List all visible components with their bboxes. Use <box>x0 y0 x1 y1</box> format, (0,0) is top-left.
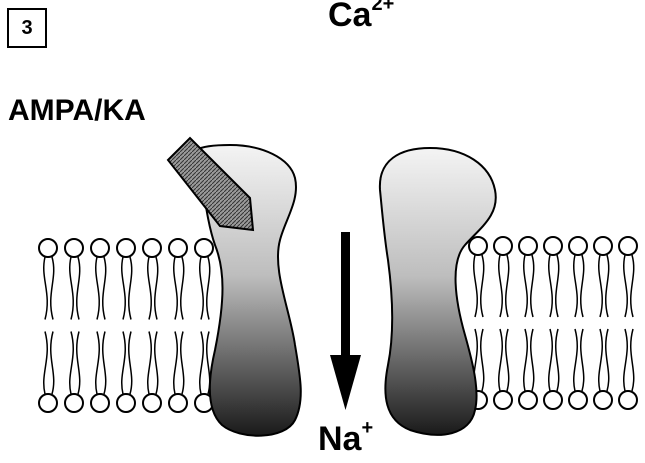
lipid-tail <box>631 329 634 391</box>
lipid-head <box>494 237 512 255</box>
lipid-tail <box>148 257 152 320</box>
lipid-tail <box>631 255 634 317</box>
lipid-tail <box>174 257 178 320</box>
lipid-tail <box>103 257 106 320</box>
lipid-tail <box>599 255 603 317</box>
lipid-tail <box>70 257 74 320</box>
lipid-head <box>619 237 637 255</box>
membrane-left <box>39 239 213 412</box>
lipid-tail <box>129 332 132 395</box>
lipid-tail <box>207 257 210 320</box>
lipid-tail <box>70 332 74 395</box>
lipid-tail <box>474 255 478 317</box>
lipid-tail <box>174 332 178 395</box>
ion-flow-arrow-icon <box>330 232 361 410</box>
lipid-tail <box>499 329 503 391</box>
lipid-tail <box>549 255 553 317</box>
lipid-head <box>169 394 187 412</box>
lipid-tail <box>51 332 54 395</box>
lipid-head <box>39 239 57 257</box>
lipid-tail <box>506 255 509 317</box>
lipid-tail <box>624 255 628 317</box>
lipid-tail <box>122 332 126 395</box>
lipid-tail <box>96 332 100 395</box>
lipid-tail <box>574 255 578 317</box>
lipid-tail <box>44 257 48 320</box>
lipid-head <box>594 237 612 255</box>
lipid-head <box>169 239 187 257</box>
lipid-tail <box>574 329 578 391</box>
lipid-tail <box>524 255 528 317</box>
lipid-tail <box>122 257 126 320</box>
lipid-tail <box>181 257 184 320</box>
lipid-tail <box>200 332 204 395</box>
lipid-tail <box>481 329 484 391</box>
lipid-tail <box>51 257 54 320</box>
lipid-tail <box>481 255 484 317</box>
lipid-tail <box>129 257 132 320</box>
lipid-head <box>143 394 161 412</box>
lipid-head <box>65 394 83 412</box>
lipid-tail <box>556 255 559 317</box>
lipid-tail <box>103 332 106 395</box>
sodium-charge: + <box>361 417 373 439</box>
lipid-tail <box>581 329 584 391</box>
lipid-tail <box>556 329 559 391</box>
lipid-tail <box>77 257 80 320</box>
lipid-head <box>594 391 612 409</box>
lipid-head <box>143 239 161 257</box>
lipid-tail <box>606 255 609 317</box>
lipid-tail <box>499 255 503 317</box>
lipid-head <box>569 237 587 255</box>
lipid-tail <box>606 329 609 391</box>
lipid-head <box>544 237 562 255</box>
lipid-head <box>519 237 537 255</box>
lipid-tail <box>155 332 158 395</box>
lipid-tail <box>200 257 204 320</box>
lipid-tail <box>524 329 528 391</box>
lipid-tail <box>599 329 603 391</box>
lipid-tail <box>155 257 158 320</box>
lipid-head <box>469 237 487 255</box>
lipid-tail <box>44 332 48 395</box>
membrane-right <box>469 237 637 409</box>
lipid-tail <box>148 332 152 395</box>
lipid-tail <box>549 329 553 391</box>
lipid-head <box>117 394 135 412</box>
lipid-head <box>117 239 135 257</box>
lipid-tail <box>531 255 534 317</box>
sodium-symbol: Na <box>318 420 361 458</box>
lipid-tail <box>531 329 534 391</box>
lipid-head <box>91 239 109 257</box>
sodium-ion-label: Na+ <box>318 420 373 459</box>
lipid-head <box>519 391 537 409</box>
lipid-head <box>195 239 213 257</box>
lipid-head <box>494 391 512 409</box>
lipid-tail <box>181 332 184 395</box>
lipid-tail <box>96 257 100 320</box>
lipid-tail <box>581 255 584 317</box>
lipid-head <box>39 394 57 412</box>
lipid-tail <box>624 329 628 391</box>
lipid-head <box>569 391 587 409</box>
lipid-head <box>619 391 637 409</box>
lipid-head <box>65 239 83 257</box>
lipid-tail <box>77 332 80 395</box>
lipid-head <box>91 394 109 412</box>
lipid-head <box>544 391 562 409</box>
lipid-tail <box>506 329 509 391</box>
